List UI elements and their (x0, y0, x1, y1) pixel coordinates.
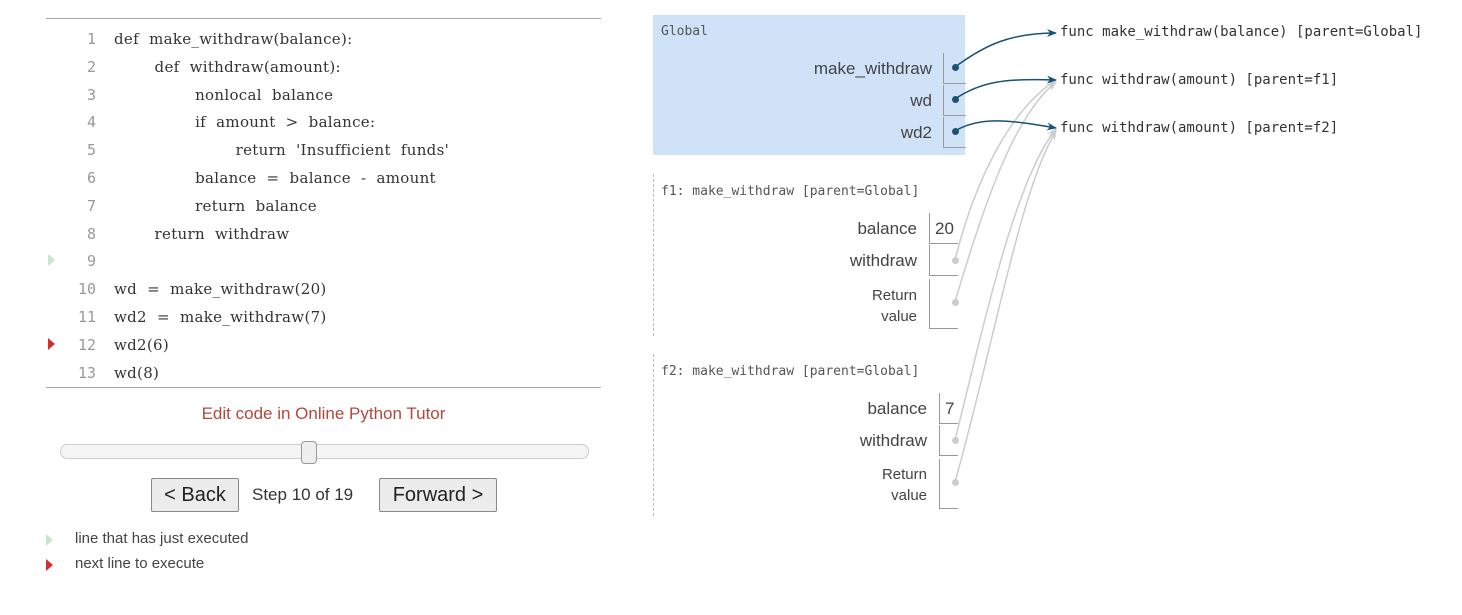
arrow-f1-withdraw (954, 79, 1057, 261)
line-code: wd2(6) (114, 335, 170, 354)
next-line-arrow-icon (46, 559, 53, 571)
code-line: 9 (46, 247, 601, 275)
line-number: 13 (77, 363, 96, 382)
pointer-dot (952, 437, 959, 444)
f1-return-label: Return value (780, 285, 917, 327)
f2-var-balance: balance (867, 399, 927, 418)
code-line: 11 wd2 = make_withdraw(7) (46, 303, 601, 331)
f1-var-balance: balance (857, 219, 917, 238)
f1-var-withdraw: withdraw (849, 251, 917, 270)
f2-return-line2: value (891, 487, 927, 504)
line-number: 1 (86, 30, 96, 48)
pointer-dot (952, 479, 959, 486)
line-number: 7 (86, 196, 96, 215)
global-frame-title: Global (661, 24, 708, 39)
step-slider-handle[interactable] (301, 441, 318, 464)
line-code: if amount > balance: (114, 113, 376, 132)
arrow-f2-withdraw (954, 128, 1057, 441)
global-var-make-withdraw: make_withdraw (813, 59, 932, 78)
global-wd-slot (943, 85, 966, 116)
line-number: 5 (86, 141, 96, 160)
func-object-withdraw-f2: func withdraw(amount) [parent=f2] (1060, 120, 1339, 136)
line-number: 11 (77, 308, 96, 326)
arrow-global-wd2 (954, 120, 1057, 132)
line-number: 3 (86, 85, 96, 104)
f1-frame (653, 174, 654, 336)
forward-button[interactable]: Forward > (379, 478, 497, 512)
f2-var-withdraw: withdraw (859, 431, 927, 450)
global-var-wd: wd (910, 91, 932, 110)
line-number: 12 (77, 335, 96, 354)
line-code: wd = make_withdraw(20) (114, 280, 327, 299)
back-button[interactable]: < Back (151, 478, 239, 512)
global-wd2-slot (943, 117, 966, 148)
line-code: return 'Insufficient funds' (114, 141, 450, 160)
line-number: 10 (77, 280, 96, 299)
code-line: 8 return withdraw (46, 220, 601, 248)
legend-prev-label: line that has just executed (75, 530, 249, 547)
f2-withdraw-slot (939, 425, 958, 456)
step-counter: Step 10 of 19 (252, 485, 354, 504)
f2-frame (653, 354, 654, 516)
line-number: 6 (86, 169, 96, 187)
line-code: balance = balance - amount (114, 169, 436, 187)
line-code: wd(8) (114, 363, 160, 382)
line-number: 8 (86, 224, 96, 243)
f2-balance-slot (939, 393, 958, 424)
f1-frame-title: f1: make_withdraw [parent=Global] (661, 184, 920, 199)
code-line: 3 nonlocal balance (46, 81, 601, 109)
f1-return-line2: value (881, 308, 917, 325)
line-number: 4 (86, 113, 96, 132)
line-code: nonlocal balance (114, 85, 334, 104)
global-make-withdraw-slot (943, 53, 966, 84)
line-code: def make_withdraw(balance): (114, 30, 353, 48)
f1-withdraw-slot (929, 245, 958, 276)
func-object-withdraw-f1: func withdraw(amount) [parent=f1] (1060, 72, 1339, 88)
code-line: 4 if amount > balance: (46, 108, 601, 136)
f2-return-slot (939, 459, 958, 509)
f2-frame-title: f2: make_withdraw [parent=Global] (661, 364, 920, 379)
f1-return-slot (929, 279, 958, 329)
global-var-wd2: wd2 (900, 123, 932, 142)
line-code: wd2 = make_withdraw(7) (114, 308, 327, 326)
code-line: 7 return balance (46, 192, 601, 220)
code-line: 2 def withdraw(amount): (46, 53, 601, 81)
line-code: return balance (114, 196, 317, 215)
edit-code-link[interactable]: Edit code in Online Python Tutor (201, 404, 446, 423)
line-number: 9 (86, 252, 96, 271)
global-frame: Global (653, 15, 965, 155)
arrow-global-make-withdraw (954, 29, 1057, 68)
code-listing: 1 def make_withdraw(balance): 2 def withdr… (46, 18, 601, 388)
arrow-f2-return (954, 130, 1057, 483)
legend-next-label: next line to execute (75, 555, 205, 572)
f2-balance-value: 7 (945, 399, 955, 418)
next-line-arrow-icon (48, 337, 55, 350)
f2-return-label: Return value (790, 464, 927, 506)
prev-line-arrow-icon (48, 254, 55, 267)
prev-line-arrow-icon (46, 534, 53, 546)
line-code: def withdraw(amount): (114, 57, 341, 76)
code-line: 12 wd2(6) (46, 331, 601, 359)
code-line: 1 def make_withdraw(balance): (46, 25, 601, 53)
code-line: 6 balance = balance - amount (46, 164, 601, 192)
line-number: 2 (86, 57, 96, 76)
f2-return-line1: Return (881, 466, 927, 483)
func-object-make-withdraw: func make_withdraw(balance) [parent=Glob… (1060, 24, 1423, 40)
pointer-dot (952, 299, 959, 306)
f1-return-line1: Return (871, 287, 917, 304)
arrow-global-wd (954, 75, 1057, 100)
code-line: 5 return 'Insufficient funds' (46, 136, 601, 164)
code-line: 13 wd(8) (46, 359, 601, 387)
code-line: 10 wd = make_withdraw(20) (46, 275, 601, 303)
arrow-f1-return (954, 81, 1057, 303)
step-slider-track[interactable] (60, 444, 589, 459)
pointer-dot (952, 257, 959, 264)
f1-balance-slot (929, 213, 958, 244)
f1-balance-value: 20 (935, 219, 954, 238)
line-code: return withdraw (114, 224, 290, 243)
